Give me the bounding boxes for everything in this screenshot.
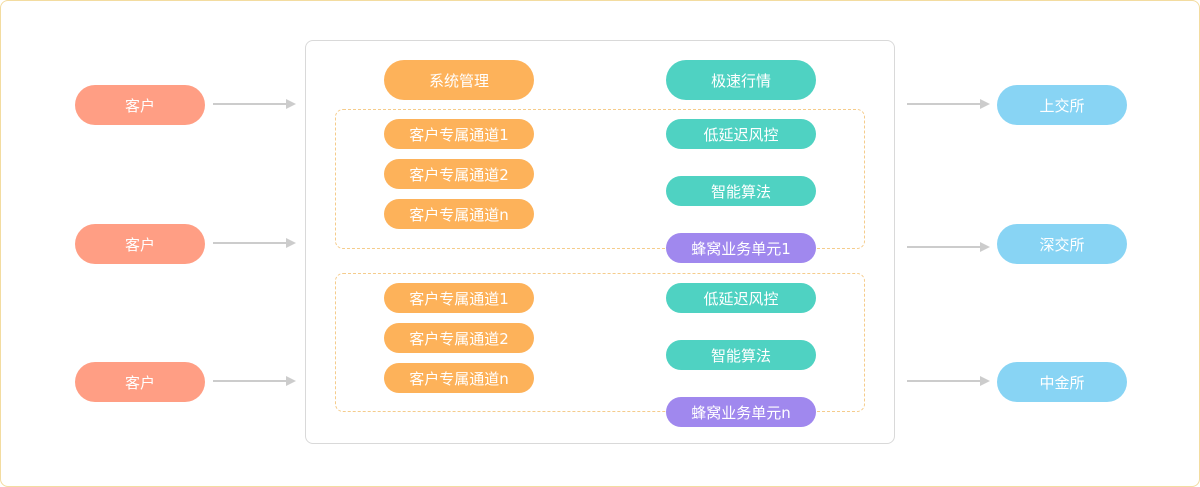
hive-1-channel-2: 客户专属通道2	[384, 159, 534, 189]
hive-1-channel-n: 客户专属通道n	[384, 199, 534, 229]
hive-n-channel-1: 客户专属通道1	[384, 283, 534, 313]
client-node-3: 客户	[75, 362, 205, 402]
exchange-node-sse: 上交所	[997, 85, 1127, 125]
exchange-node-szse: 深交所	[997, 224, 1127, 264]
market-data-node: 极速行情	[666, 60, 816, 100]
client-node-2: 客户	[75, 224, 205, 264]
hive-1-unit-label: 蜂窝业务单元1	[666, 233, 816, 263]
exchange-node-cffex: 中金所	[997, 362, 1127, 402]
hive-n-unit-label: 蜂窝业务单元n	[666, 397, 816, 427]
hive-unit-n-container	[335, 273, 865, 412]
hive-n-algorithm: 智能算法	[666, 340, 816, 370]
hive-1-risk-control: 低延迟风控	[666, 119, 816, 149]
hive-n-risk-control: 低延迟风控	[666, 283, 816, 313]
hive-n-channel-2: 客户专属通道2	[384, 323, 534, 353]
hive-1-algorithm: 智能算法	[666, 176, 816, 206]
hive-unit-1-container	[335, 109, 865, 249]
client-node-1: 客户	[75, 85, 205, 125]
hive-1-channel-1: 客户专属通道1	[384, 119, 534, 149]
system-management-node: 系统管理	[384, 60, 534, 100]
hive-n-channel-n: 客户专属通道n	[384, 363, 534, 393]
